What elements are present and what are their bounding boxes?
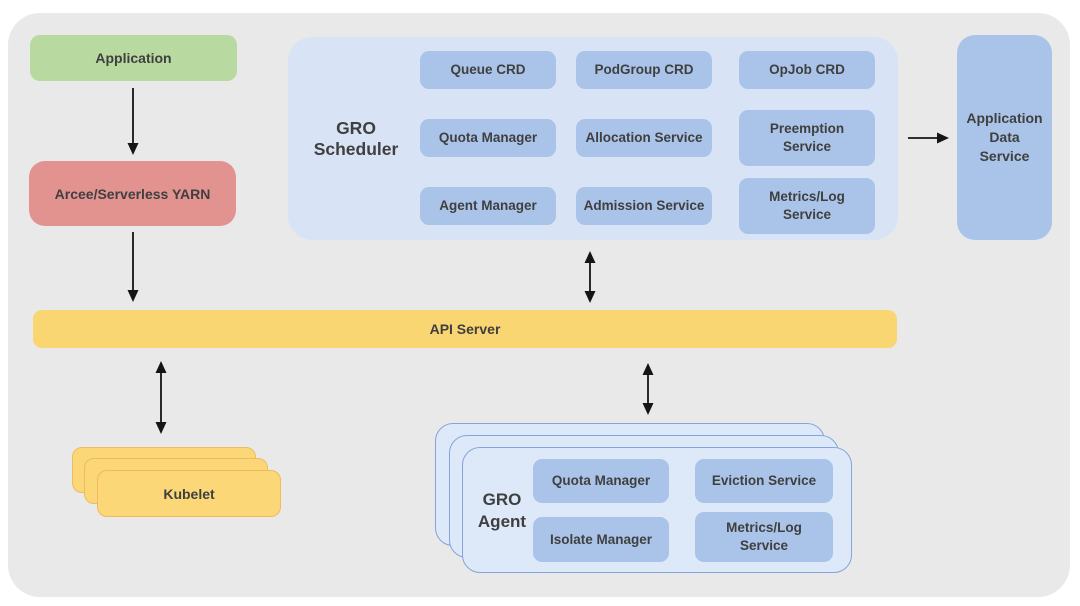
quota-manager-box: Quota Manager [420,119,556,157]
gro-scheduler-container: GRO Scheduler Queue CRD PodGroup CRD OpJ… [288,37,898,240]
isolate-manager-box: Isolate Manager [533,517,669,562]
queue-crd-box: Queue CRD [420,51,556,89]
allocation-service-box: Allocation Service [576,119,712,157]
arcee-serverless-yarn-node: Arcee/Serverless YARN [29,161,236,226]
podgroup-crd-box: PodGroup CRD [576,51,712,89]
agent-metrics-log-service-box: Metrics/Log Service [695,512,833,562]
gro-agent-label: GRO Agent [477,490,527,531]
application-node: Application [30,35,237,81]
agent-manager-box: Agent Manager [420,187,556,225]
opjob-crd-box: OpJob CRD [739,51,875,89]
preemption-service-box: Preemption Service [739,110,875,166]
api-server-bar: API Server [33,310,897,348]
metrics-log-service-box: Metrics/Log Service [739,178,875,234]
eviction-service-box: Eviction Service [695,459,833,503]
gro-scheduler-label: GRO Scheduler [313,117,399,159]
application-data-service-node: Application Data Service [957,35,1052,240]
agent-quota-manager-box: Quota Manager [533,459,669,503]
kubelet-node: Kubelet [97,470,281,517]
gro-agent-container: GRO Agent Quota Manager Eviction Service… [462,447,852,573]
admission-service-box: Admission Service [576,187,712,225]
